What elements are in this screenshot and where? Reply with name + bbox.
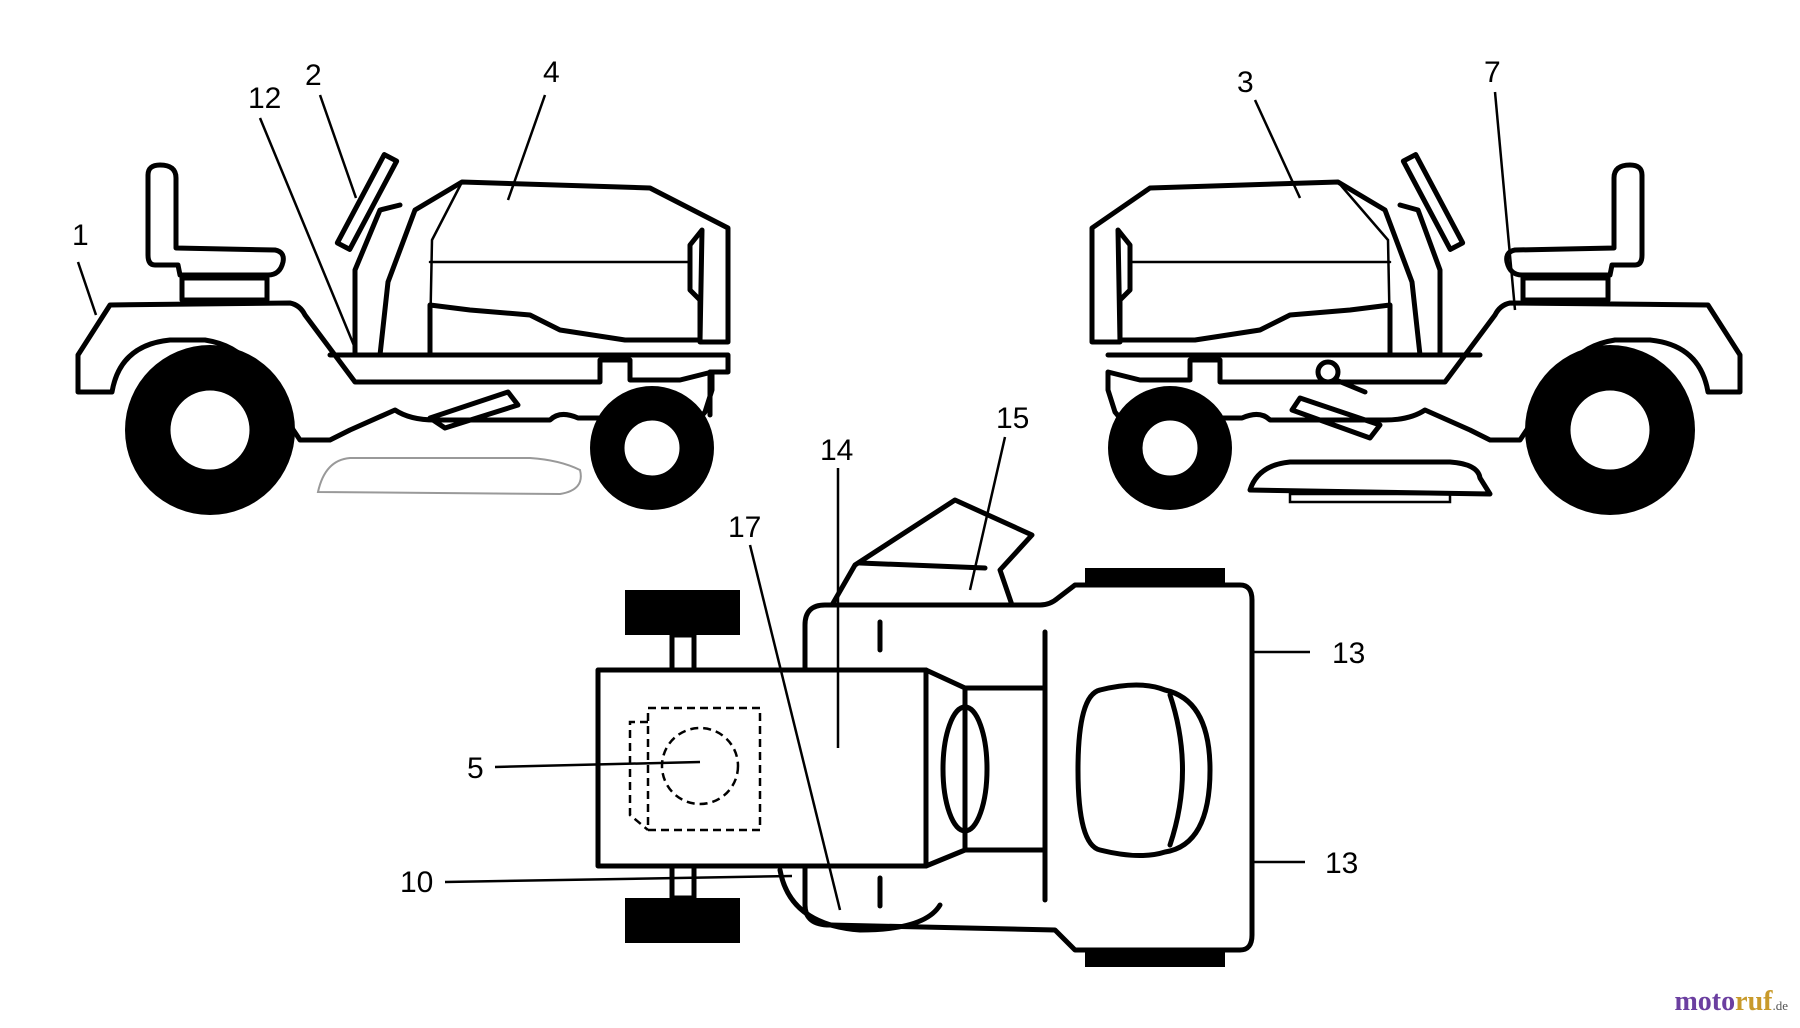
left-side-view [75, 152, 731, 515]
right-hood-inner [1128, 180, 1392, 342]
top-front-right-tire [625, 898, 740, 943]
callout-13-upper: 13 [1332, 637, 1365, 670]
leader-7 [1493, 91, 1517, 311]
left-seat-post [179, 275, 270, 303]
left-footplate [427, 389, 521, 431]
top-seat [1075, 682, 1213, 859]
top-decal-circle [660, 726, 740, 806]
watermark-tld: .de [1772, 998, 1788, 1013]
top-rear-right-tire [1085, 950, 1225, 967]
top-decal-notch [628, 720, 649, 831]
right-hood [1089, 179, 1423, 358]
callout-14: 14 [820, 434, 853, 467]
top-rear-left-tire [1085, 568, 1225, 585]
callout-13-lower: 13 [1325, 847, 1358, 880]
leader-17 [748, 544, 842, 911]
callout-4: 4 [543, 56, 560, 89]
callout-7: 7 [1484, 56, 1501, 89]
right-front-rim [1137, 415, 1203, 481]
right-mower-deck [1247, 459, 1493, 497]
right-seat-post [1520, 275, 1611, 303]
right-rear-fender [1105, 300, 1743, 443]
watermark-logo: motoruf.de [1674, 986, 1788, 1018]
top-hood [595, 667, 929, 869]
callout-1: 1 [72, 219, 89, 252]
leader-1 [76, 261, 98, 316]
left-seat [145, 162, 286, 278]
top-seat-back [1167, 692, 1185, 848]
left-rear-rim [165, 385, 255, 475]
right-footplate [1289, 395, 1383, 441]
callout-3: 3 [1237, 66, 1254, 99]
top-front-axle-lower [669, 863, 697, 901]
top-front-axle-upper [669, 632, 697, 673]
callout-12: 12 [248, 82, 281, 115]
top-console [962, 685, 1048, 853]
callout-2: 2 [305, 59, 322, 92]
top-dash-panel [923, 667, 968, 869]
left-lower-body [327, 352, 731, 418]
leader-3 [1253, 99, 1302, 199]
left-front-rim [619, 415, 685, 481]
leader-15 [968, 436, 1007, 591]
right-side-view [1089, 152, 1743, 515]
top-decal-outline [646, 706, 762, 832]
right-steering-column [1397, 202, 1443, 358]
callout-17: 17 [728, 511, 761, 544]
watermark-part1: moto [1674, 986, 1736, 1017]
top-front-left-tire [625, 590, 740, 635]
callout-5: 5 [467, 752, 484, 785]
leader-10 [444, 874, 793, 884]
right-deck-skid [1288, 492, 1452, 504]
left-hood-inner [428, 180, 692, 342]
left-steering-column [352, 202, 403, 358]
top-steering-wheel [940, 704, 990, 834]
left-hood [377, 179, 731, 358]
leader-lines [76, 91, 1517, 911]
top-chute-inner [857, 560, 988, 571]
top-grass-chute [829, 497, 1035, 608]
leader-5 [494, 760, 701, 769]
top-view [595, 497, 1255, 967]
right-rear-rim [1565, 385, 1655, 475]
left-mower-deck [316, 457, 582, 496]
callout-15: 15 [996, 402, 1029, 435]
right-fuel-cap-handle [1333, 377, 1368, 395]
callout-10: 10 [400, 866, 433, 899]
watermark-part2: ruf [1735, 986, 1773, 1017]
right-steering-wheel [1400, 152, 1466, 252]
leader-2 [318, 94, 358, 199]
right-seat [1504, 162, 1645, 278]
leader-4 [506, 94, 547, 201]
leader-12 [258, 117, 357, 349]
left-steering-wheel [334, 152, 400, 252]
right-fuel-cap [1315, 359, 1341, 385]
top-deck-arc [777, 867, 943, 933]
callout-labels: 1 12 2 4 3 7 15 14 17 5 10 13 13 [72, 56, 1501, 899]
